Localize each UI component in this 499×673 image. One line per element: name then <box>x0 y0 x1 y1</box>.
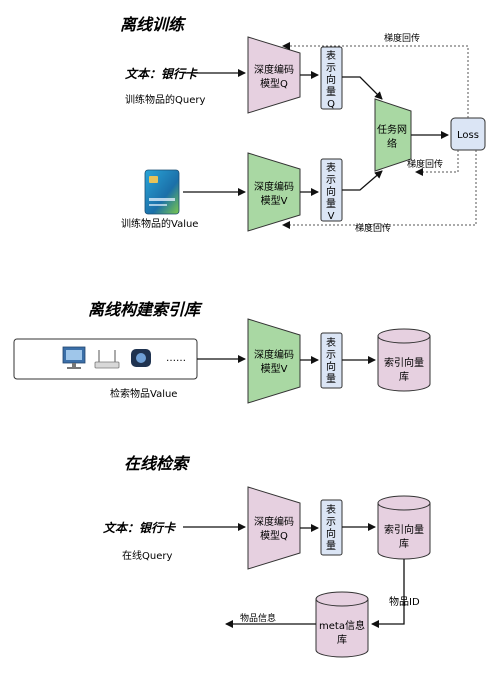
task-network-label-1: 任务网 <box>377 123 407 136</box>
index-vector-char-1: 表 <box>326 336 336 349</box>
online-vector-char-2: 示 <box>326 517 336 528</box>
training-text-input: 文本：银行卡 <box>125 67 199 81</box>
arrow-index-db-to-meta <box>371 559 405 628</box>
index-vector-char-4: 量 <box>326 373 336 385</box>
item-info-label: 物品信息 <box>240 612 276 624</box>
gradient-line-mid <box>415 150 459 176</box>
online-search-title: 在线检索 <box>124 454 191 473</box>
monitor-icon <box>62 346 86 369</box>
gradient-label-top: 梯度回传 <box>384 32 420 44</box>
item-id-label: 物品ID <box>389 595 420 608</box>
task-network-label-2: 络 <box>387 137 397 150</box>
index-db-label-1: 索引向量 <box>384 356 424 369</box>
online-text-input: 文本：银行卡 <box>103 521 177 535</box>
vector-q-char-2: 示 <box>326 63 336 74</box>
vector-v-char-3: 向 <box>326 185 336 198</box>
device-icon <box>131 349 151 367</box>
loss-label: Loss <box>457 130 479 141</box>
index-encoder-label-1: 深度编码 <box>254 348 294 361</box>
online-encoder-q-node: 深度编码 模型Q <box>247 486 301 570</box>
meta-db-node: meta信息 库 <box>315 591 369 658</box>
vector-v-char-4: 量 <box>326 198 336 210</box>
meta-db-label-1: meta信息 <box>319 619 365 632</box>
online-encoder-label-2: 模型Q <box>260 529 288 542</box>
training-query-caption: 训练物品的Query <box>125 93 205 106</box>
online-db-label-2: 库 <box>399 537 409 550</box>
encoder-v-node: 深度编码 模型V <box>247 152 301 232</box>
training-value-caption: 训练物品的Value <box>121 217 198 230</box>
arrow-vector-q-to-task <box>342 76 383 100</box>
online-index-db-node: 索引向量 库 <box>377 495 431 560</box>
items-ellipsis: …… <box>166 353 186 364</box>
vector-v-node: 表 示 向 量 V <box>320 158 343 222</box>
offline-index-title: 离线构建索引库 <box>88 300 203 319</box>
vector-v-char-1: 表 <box>326 161 336 174</box>
online-vector-char-3: 向 <box>326 527 336 540</box>
vector-q-char-1: 表 <box>326 49 336 62</box>
encoder-v-label-2: 模型V <box>261 194 288 207</box>
router-icon <box>94 350 120 369</box>
online-db-label-1: 索引向量 <box>384 523 424 536</box>
gradient-line-bottom <box>282 150 477 229</box>
index-encoder-label-2: 模型V <box>261 362 288 375</box>
vector-q-char-4: 量 <box>326 86 336 98</box>
task-network-node: 任务网 络 <box>374 98 412 172</box>
encoder-q-label-1: 深度编码 <box>254 63 294 76</box>
gradient-label-bottom: 梯度回传 <box>355 222 391 234</box>
vector-v-char-2: 示 <box>326 175 336 186</box>
vector-q-char-5: Q <box>327 99 335 110</box>
vector-q-node: 表 示 向 量 Q <box>320 46 343 110</box>
arrow-vector-v-to-task <box>342 170 383 191</box>
index-db-node: 索引向量 库 <box>377 328 431 392</box>
encoder-v-label-1: 深度编码 <box>254 180 294 193</box>
online-vector-node: 表 示 向 量 <box>320 499 343 556</box>
items-box: …… <box>13 338 198 380</box>
index-db-label-2: 库 <box>399 370 409 383</box>
index-encoder-v-node: 深度编码 模型V <box>247 318 301 404</box>
encoder-q-label-2: 模型Q <box>260 77 288 90</box>
meta-db-label-2: 库 <box>337 633 347 646</box>
offline-training-title: 离线训练 <box>120 15 187 34</box>
encoder-q-node: 深度编码 模型Q <box>247 36 301 114</box>
loss-node: Loss <box>450 117 486 151</box>
items-caption: 检索物品Value <box>110 387 177 400</box>
index-vector-node: 表 示 向 量 <box>320 332 343 389</box>
index-vector-char-3: 向 <box>326 360 336 373</box>
bank-card-image <box>144 169 180 215</box>
online-query-caption: 在线Query <box>122 549 172 562</box>
index-vector-char-2: 示 <box>326 350 336 361</box>
vector-q-char-3: 向 <box>326 73 336 86</box>
online-vector-char-4: 量 <box>326 540 336 552</box>
gradient-label-mid: 梯度回传 <box>407 158 443 170</box>
vector-v-char-5: V <box>328 211 335 222</box>
gradient-line-top <box>282 42 469 118</box>
online-vector-char-1: 表 <box>326 503 336 516</box>
online-encoder-label-1: 深度编码 <box>254 515 294 528</box>
